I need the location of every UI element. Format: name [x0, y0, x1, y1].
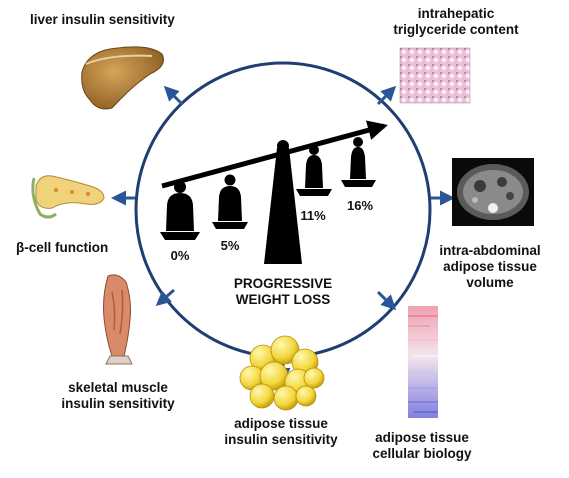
center-title-line: WEIGHT LOSS: [235, 292, 331, 307]
percent-16: 16%: [346, 198, 374, 213]
label-text: adipose tissue: [443, 259, 537, 274]
label-intra-abdominal-adipose: intra-abdominal adipose tissue volume: [420, 243, 560, 291]
person-5pct-icon: [218, 174, 242, 221]
label-text: β-cell function: [16, 240, 109, 255]
label-text: volume: [466, 275, 514, 290]
person-11pct-icon: [305, 145, 323, 188]
percent-11: 11%: [300, 208, 326, 223]
label-text: adipose tissue: [234, 416, 328, 431]
label-intrahepatic-triglyceride: intrahepatic triglyceride content: [376, 6, 536, 38]
pancreas-image: [31, 175, 105, 219]
fat-cells-image: [239, 335, 325, 411]
label-text: intra-abdominal: [439, 243, 541, 258]
arrow-skeletal: [155, 288, 175, 306]
ct-scan-image: [452, 158, 534, 226]
label-skeletal-muscle: skeletal muscle insulin sensitivity: [38, 380, 198, 412]
label-text: adipose tissue: [375, 430, 469, 445]
label-adipose-cellular-biology: adipose tissue cellular biology: [356, 430, 488, 462]
label-text: insulin sensitivity: [61, 396, 175, 411]
percent-5: 5%: [220, 238, 240, 253]
gene-heatmap-image: [408, 306, 438, 418]
person-silhouettes: [166, 137, 366, 231]
percent-0: 0%: [170, 248, 190, 263]
balance-scale-icon: [160, 120, 388, 264]
label-liver-insulin-sensitivity: liver insulin sensitivity: [30, 12, 175, 28]
center-title: PROGRESSIVE WEIGHT LOSS: [218, 276, 348, 308]
label-text: intrahepatic: [417, 6, 495, 21]
label-adipose-insulin-sensitivity: adipose tissue insulin sensitivity: [206, 416, 356, 448]
label-text: insulin sensitivity: [224, 432, 338, 447]
arrow-adipose-bio: [376, 290, 397, 311]
person-0pct-icon: [166, 181, 194, 231]
label-text: skeletal muscle: [68, 380, 168, 395]
arrow-liver: [163, 85, 184, 106]
label-text: liver insulin sensitivity: [30, 12, 175, 27]
liver-image: [81, 46, 164, 110]
label-text: triglyceride content: [393, 22, 519, 37]
label-beta-cell-function: β-cell function: [16, 240, 108, 256]
label-text: cellular biology: [372, 446, 472, 461]
center-title-line: PROGRESSIVE: [233, 276, 333, 291]
arrow-intrahepatic: [376, 85, 397, 106]
histology-image: [399, 47, 471, 104]
muscle-image: [103, 274, 133, 365]
person-16pct-icon: [350, 137, 366, 179]
